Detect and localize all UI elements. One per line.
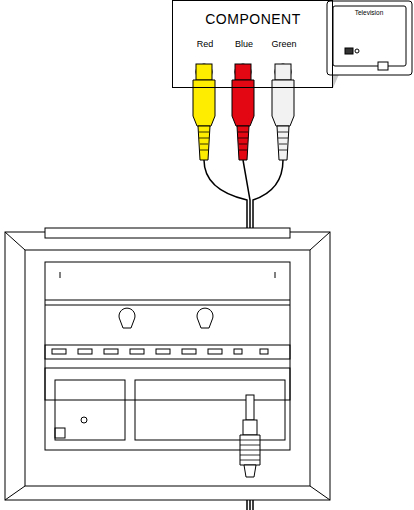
panel-ground — [172, 0, 333, 88]
device-label: Television — [355, 10, 384, 17]
device-rear — [5, 228, 330, 500]
aux-plug — [240, 395, 260, 477]
rca-plugs — [193, 64, 294, 160]
television-label: Television — [333, 6, 406, 66]
jack-label: Red — [197, 40, 214, 49]
jack-label: Blue — [235, 40, 253, 49]
jack-label: Green — [271, 40, 296, 49]
component-jacks — [196, 64, 291, 80]
panel-title: COMPONENT — [205, 12, 301, 26]
component-panel: COMPONENT Red Blue Green — [172, 0, 333, 88]
television-icon — [327, 1, 412, 75]
